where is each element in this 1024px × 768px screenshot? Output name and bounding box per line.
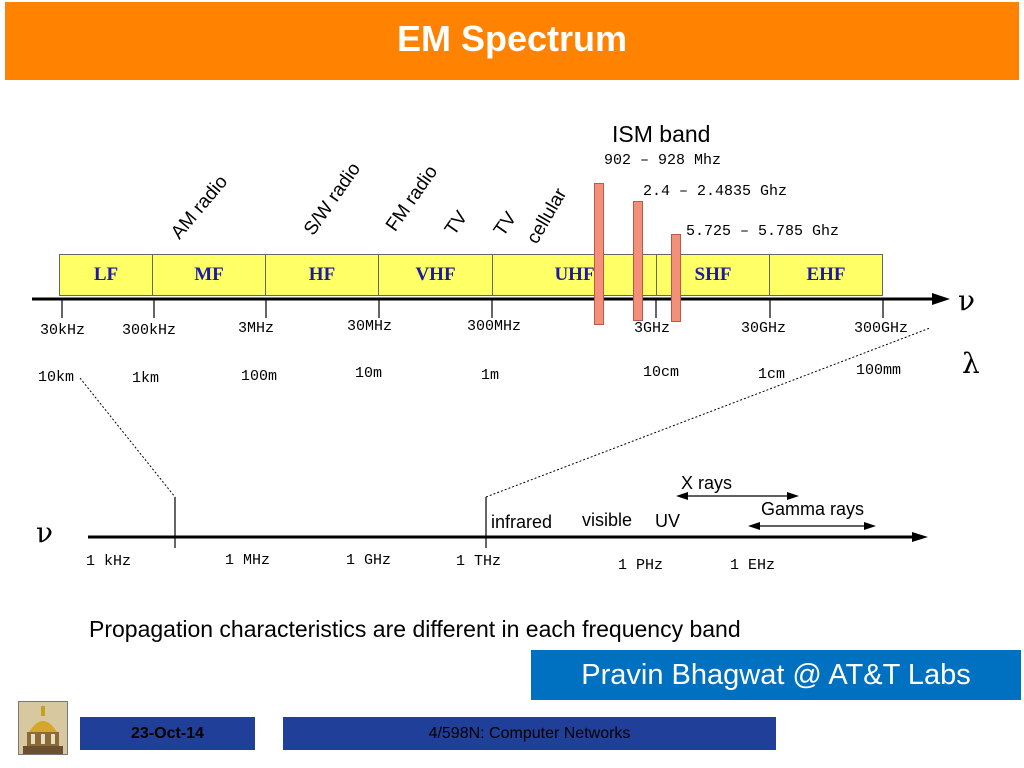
region-xrays: X rays (681, 473, 733, 493)
nu-symbol-lower: ν (36, 516, 54, 549)
lower-tick-1ehz: 1 EHz (730, 557, 776, 574)
wave-1m: 1m (481, 367, 500, 384)
wave-10m: 10m (355, 365, 383, 382)
band-lf: LF (59, 254, 153, 296)
ism-bar-902 (594, 183, 604, 325)
freq-300ghz: 300GHz (854, 320, 909, 337)
band-mf: MF (152, 254, 266, 296)
wave-100mm: 100mm (856, 362, 902, 379)
xrays-arrow-right (787, 492, 799, 500)
lower-axis-arrowhead (912, 532, 928, 542)
freq-300mhz: 300MHz (467, 318, 522, 335)
page-title: EM Spectrum (396, 18, 628, 59)
band-vhf: VHF (378, 254, 493, 296)
footer-date: 23-Oct-14 (80, 717, 255, 750)
university-logo (18, 701, 68, 755)
band-ehf-label: EHF (806, 264, 846, 285)
title-bar (5, 2, 1019, 80)
upper-axis-arrowhead (932, 293, 950, 305)
zoom-line-right (485, 327, 931, 498)
lower-tick-1phz: 1 PHz (618, 557, 664, 574)
wave-10cm: 10cm (643, 364, 680, 381)
wave-1cm: 1cm (758, 366, 786, 383)
region-infrared: infrared (491, 512, 553, 532)
band-mf-label: MF (194, 264, 224, 285)
lambda-symbol: λ (962, 347, 980, 380)
gamma-arrow-left (748, 522, 760, 530)
region-visible: visible (582, 510, 633, 530)
band-lf-label: LF (93, 264, 119, 285)
freq-3mhz: 3MHz (238, 320, 275, 337)
upper-axis-ticks (61, 299, 884, 318)
region-gamma: Gamma rays (761, 499, 865, 519)
freq-3ghz: 3GHz (634, 320, 671, 337)
dome-icon (19, 702, 67, 754)
nu-symbol-upper: ν (958, 284, 976, 317)
lower-tick-1khz: 1 kHz (86, 553, 132, 570)
xrays-arrow-left (676, 492, 688, 500)
lower-tick-1mhz: 1 MHz (225, 552, 271, 569)
band-shf-label: SHF (694, 264, 732, 285)
ism-range-5-7: 5.725 – 5.785 Ghz (686, 223, 840, 240)
wave-1km: 1km (132, 370, 160, 387)
footer-date-label: 23-Oct-14 (131, 724, 204, 742)
lower-tick-1ghz: 1 GHz (346, 552, 392, 569)
caption: Propagation characteristics are differen… (89, 616, 741, 642)
ism-range-902: 902 – 928 Mhz (604, 152, 722, 169)
band-ehf: EHF (769, 254, 883, 296)
footer-course-label: 4/598N: Computer Networks (428, 724, 631, 742)
freq-30mhz: 30MHz (347, 318, 393, 335)
ism-band-label: ISM band (612, 121, 711, 147)
band-vhf-label: VHF (415, 264, 456, 285)
ism-bar-5-7 (671, 234, 681, 322)
freq-30ghz: 30GHz (741, 320, 787, 337)
wave-100m: 100m (241, 368, 278, 385)
ism-bar-2-4 (633, 201, 643, 321)
lower-tick-1thz: 1 THz (456, 553, 502, 570)
ism-range-2-4: 2.4 – 2.4835 Ghz (643, 183, 788, 200)
wave-10km: 10km (38, 369, 75, 386)
freq-300khz: 300kHz (122, 322, 177, 339)
author-label: Pravin Bhagwat @ AT&T Labs (581, 658, 971, 691)
author-box: Pravin Bhagwat @ AT&T Labs (531, 650, 1021, 700)
zoom-line-left (79, 377, 176, 498)
band-uhf-label: UHF (554, 264, 595, 285)
region-uv: UV (655, 511, 681, 531)
band-hf: HF (265, 254, 379, 296)
gamma-arrow-right (864, 522, 876, 530)
band-hf-label: HF (308, 264, 336, 285)
freq-30khz: 30kHz (40, 322, 86, 339)
footer-course: 4/598N: Computer Networks (283, 717, 776, 750)
